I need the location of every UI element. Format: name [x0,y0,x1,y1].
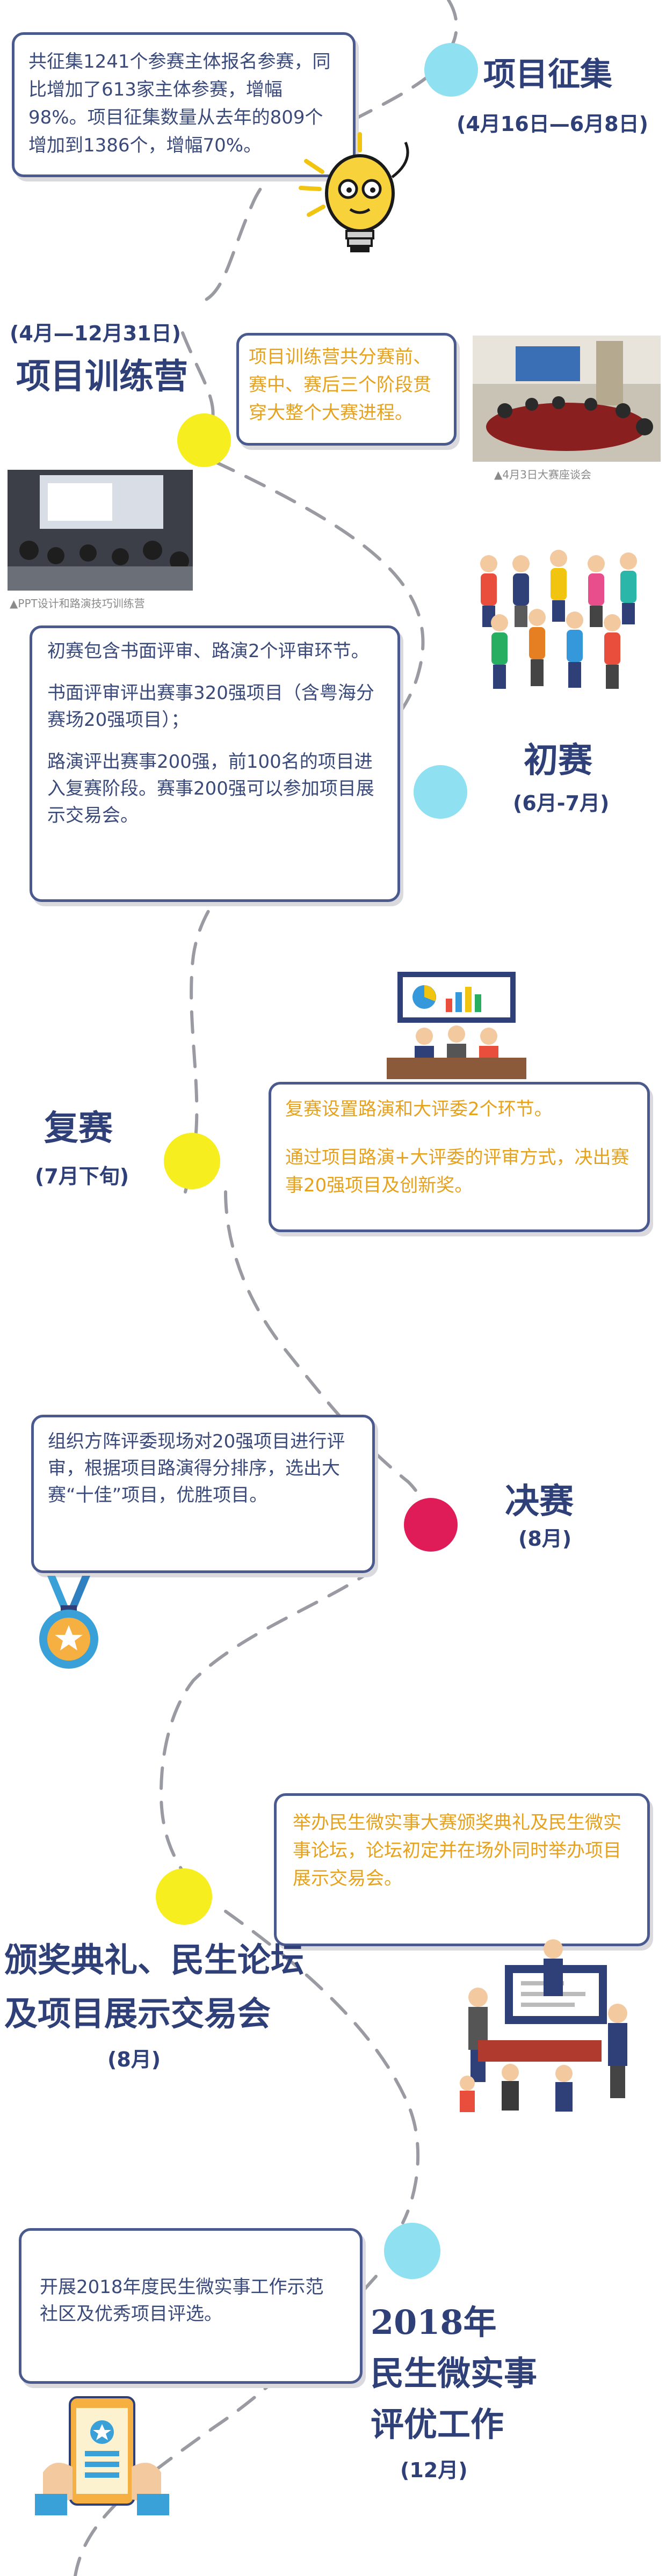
meeting-photo-right [473,336,661,462]
stage4-date: (7月下旬) [35,1165,129,1188]
phone-award-icon [35,2396,169,2515]
stage4-textbox: 复赛设置路演和大评委2个环节。 通过项目路演+大评委的评审方式，决出赛事20强项… [269,1082,650,1232]
stage1-textbox: 共征集1241个参赛主体报名参赛，同比增加了613家主体参赛，增幅98%。项目征… [12,32,356,177]
stage2-caption-left: ▲PPT设计和路演技巧训练营 [10,597,145,610]
stage6-title-line1: 颁奖典礼、民生论坛 [4,1940,305,1980]
stage1-dot [424,43,478,97]
stage3-text-2: 书面评审评出赛事320强项目（含粤海分赛场20强项目）； [47,682,374,731]
stage4-dot [164,1133,220,1189]
stage1-text: 共征集1241个参赛主体报名参赛，同比增加了613家主体参赛，增幅98%。项目征… [28,51,331,156]
stage6-textbox: 举办民生微实事大赛颁奖典礼及民生微实事论坛，论坛初定并在场外同时举办项目展示交易… [274,1793,650,1946]
stage5-text: 组织方阵评委现场对20强项目进行评审，根据项目路演得分排序，选出大赛“十佳”项目… [48,1431,345,1506]
stage7-title-line2: 民生微实事 [371,2354,538,2393]
stage7-textbox: 开展2018年度民生微实事工作示范社区及优秀项目评选。 [19,2228,363,2384]
stage2-dot [177,413,231,467]
stage6-date: (8月) [107,2048,161,2071]
stage7-date: (12月) [400,2458,468,2482]
stage2-caption-right: ▲4月3日大赛座谈会 [494,468,591,481]
stage7-dot [384,2223,440,2279]
stage3-title: 初赛 [524,740,592,781]
stage6-title-line2: 及项目展示交易会 [4,1994,271,2033]
stage5-textbox: 组织方阵评委现场对20强项目进行评审，根据项目路演得分排序，选出大赛“十佳”项目… [31,1415,375,1573]
stage3-date: (6月-7月) [513,791,610,815]
stage4-title: 复赛 [44,1108,113,1148]
stage5-title: 决赛 [505,1481,574,1522]
stage3-dot [414,765,467,819]
stage7-title-line1: 2018年 [371,2303,497,2342]
lightbulb-icon [299,132,409,252]
people-group-icon [480,550,637,689]
medal-icon [39,1576,98,1669]
stage6-text: 举办民生微实事大赛颁奖典礼及民生微实事论坛，论坛初定并在场外同时举办项目展示交易… [293,1812,621,1889]
judges-panel-icon [387,972,526,1079]
stage1-title: 项目征集 [483,56,612,93]
meeting-people-icon [460,1939,627,2112]
stage3-text-3: 路演评出赛事200强，前100名的项目进入复赛阶段。赛事200强可以参加项目展示… [47,751,374,826]
training-photo-left [8,470,193,591]
stage4-text-2: 通过项目路演+大评委的评审方式，决出赛事20强项目及创新奖。 [285,1147,629,1196]
stage2-text: 项目训练营共分赛前、赛中、赛后三个阶段贯穿大整个大赛进程。 [249,346,431,424]
stage6-dot [156,1868,212,1925]
stage5-dot [404,1498,458,1552]
stage7-text: 开展2018年度民生微实事工作示范社区及优秀项目评选。 [40,2276,324,2325]
stage2-date: (4月—12月31日) [10,322,181,345]
stage7-title-line3: 评优工作 [371,2405,504,2444]
stage1-date: (4月16日—6月8日) [457,112,648,136]
stage4-text-1: 复赛设置路演和大评委2个环节。 [285,1098,553,1120]
stage2-textbox: 项目训练营共分赛前、赛中、赛后三个阶段贯穿大整个大赛进程。 [236,333,457,446]
stage5-date: (8月) [518,1527,572,1551]
stage2-title: 项目训练营 [16,356,188,397]
stage3-text-1: 初赛包含书面评审、路演2个评审环节。 [47,641,370,662]
stage3-textbox: 初赛包含书面评审、路演2个评审环节。 书面评审评出赛事320强项目（含粤海分赛场… [30,625,400,902]
